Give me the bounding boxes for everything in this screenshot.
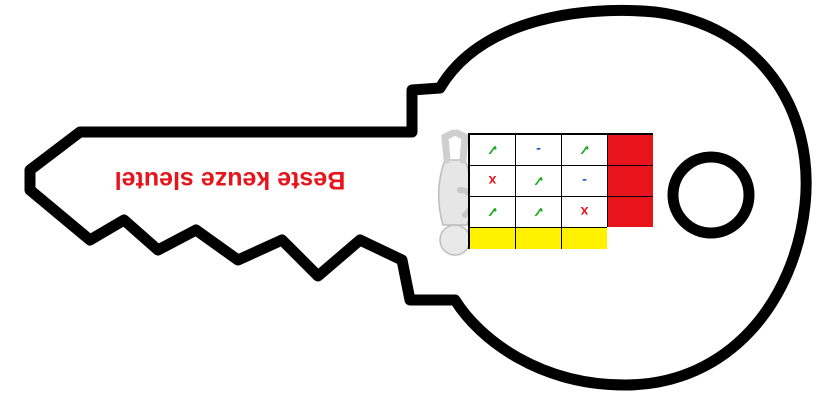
- x-icon: x: [561, 196, 607, 227]
- check-icon: ✓: [515, 196, 561, 227]
- row-marker: [607, 134, 653, 165]
- column-marker: [469, 227, 515, 249]
- dash-icon: -: [561, 165, 607, 196]
- check-icon: ✓: [469, 134, 515, 165]
- key-label: Beste keuze sleutel: [114, 166, 346, 194]
- check-icon: ✓: [515, 165, 561, 196]
- x-icon: x: [469, 165, 515, 196]
- key-ring-hole: [667, 151, 755, 239]
- decision-matrix: ✓ - ✓ x ✓ - ✓ ✓ x: [468, 133, 653, 249]
- empty-corner: [607, 227, 653, 249]
- row-marker: [607, 196, 653, 227]
- row-marker: [607, 165, 653, 196]
- column-marker: [515, 227, 561, 249]
- column-marker: [561, 227, 607, 249]
- dash-icon: -: [515, 134, 561, 165]
- key-outline: [24, 4, 812, 391]
- check-icon: ✓: [469, 196, 515, 227]
- check-icon: ✓: [561, 134, 607, 165]
